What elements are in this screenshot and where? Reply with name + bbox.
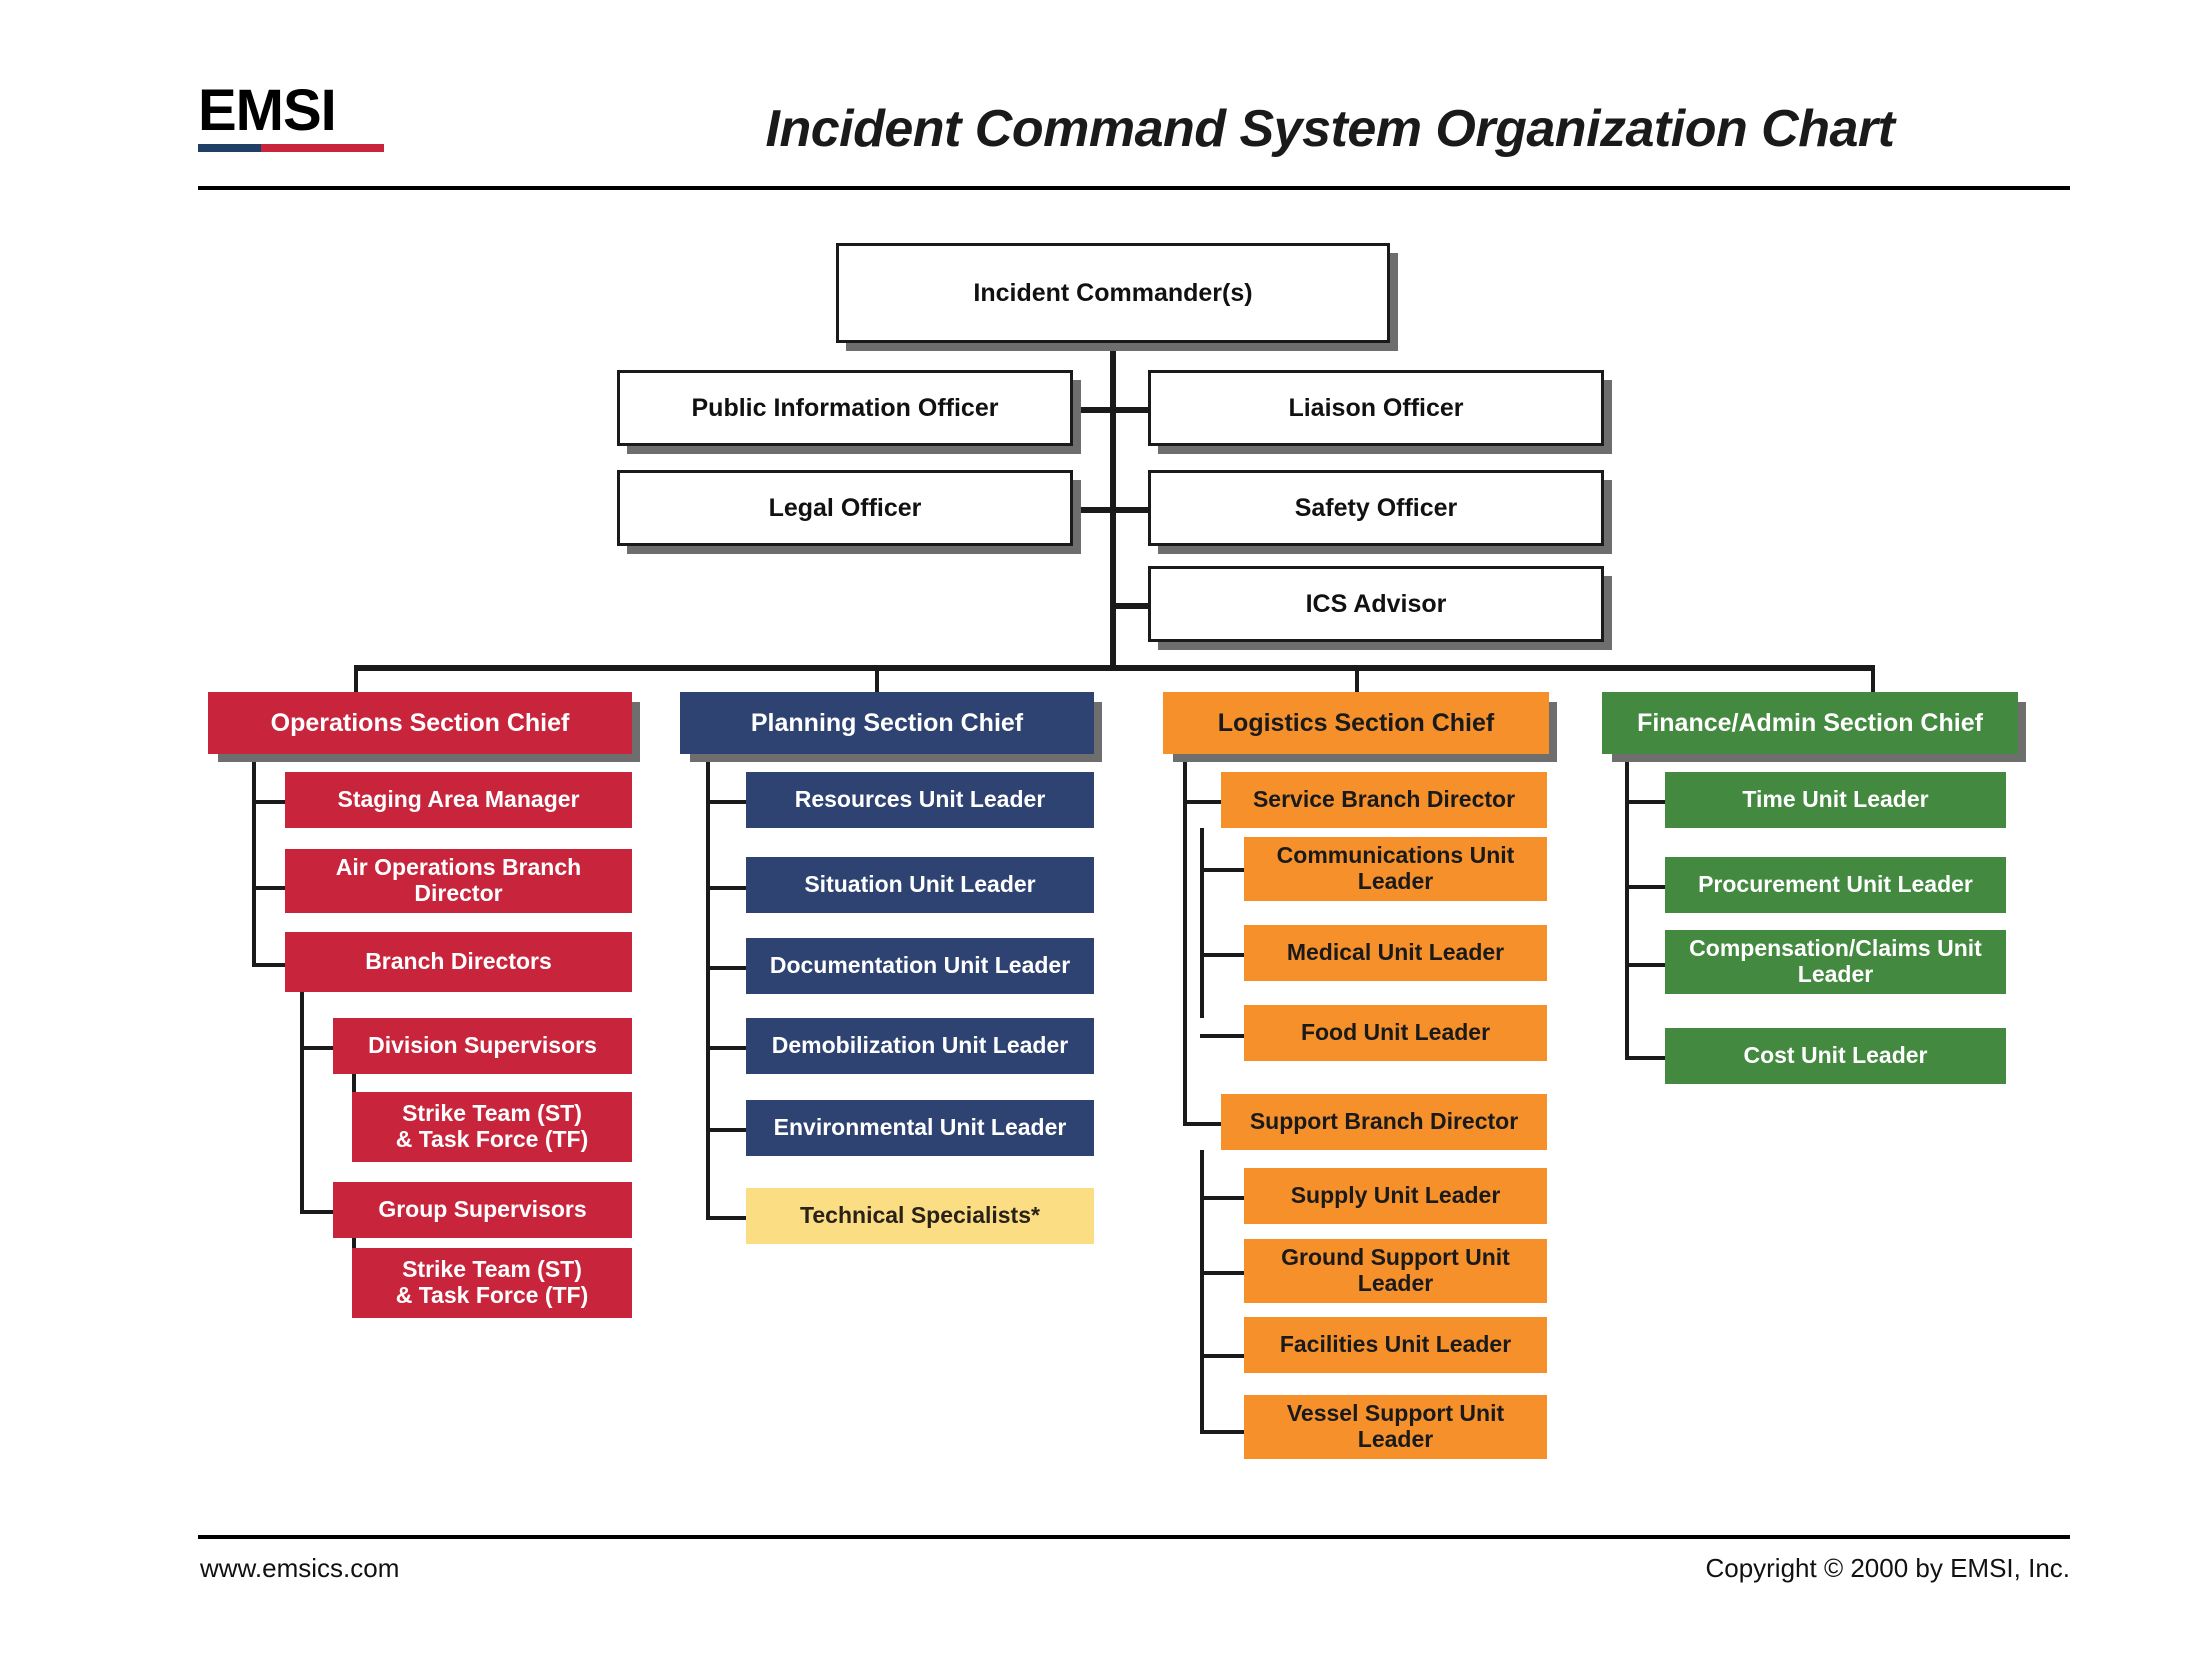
node-cost-unit-leader[interactable]: Cost Unit Leader [1665,1028,2006,1084]
connector-ic-trunk [1110,345,1116,667]
connector-logistics-support [1183,1122,1221,1126]
node-ground-support-unit-leader[interactable]: Ground Support Unit Leader [1244,1239,1547,1303]
node-division-strike-team[interactable]: Strike Team (ST)& Task Force (TF) [352,1092,632,1162]
connector-support-ground [1200,1271,1244,1275]
node-branch-directors[interactable]: Branch Directors [285,932,632,992]
header-divider [198,186,2070,190]
connector-finance-procurement [1625,885,1665,889]
connector-liaison [1110,407,1150,413]
node-food-unit-leader[interactable]: Food Unit Leader [1244,1005,1547,1061]
connector-operations-staging [252,800,285,804]
connector-drop-operations [354,665,358,695]
emsi-logo-rule-blue [198,144,262,152]
footer-copyright: Copyright © 2000 by EMSI, Inc. [1705,1553,2070,1583]
node-medical-unit-leader[interactable]: Medical Unit Leader [1244,925,1547,981]
connector-operations-rail [252,754,256,966]
node-safety-officer[interactable]: Safety Officer [1148,470,1604,546]
connector-logistics-rail [1183,754,1187,1126]
connector-planning-demobilization [706,1046,746,1050]
connector-planning-technical [706,1216,746,1220]
node-resources-unit-leader[interactable]: Resources Unit Leader [746,772,1094,828]
connector-branchdir-group [300,1210,333,1214]
node-liaison-officer[interactable]: Liaison Officer [1148,370,1604,446]
connector-support-rail [1200,1150,1204,1434]
connector-planning-environmental [706,1128,746,1132]
connector-branchdir-division [300,1046,333,1050]
connector-planning-rail [706,754,710,1220]
emsi-logo: EMSI [198,82,398,152]
node-finance-admin-section-chief[interactable]: Finance/Admin Section Chief [1602,692,2018,754]
strike-team-label: Strike Team (ST)& Task Force (TF) [395,1256,589,1308]
node-legal-officer[interactable]: Legal Officer [617,470,1073,546]
connector-planning-resources [706,800,746,804]
node-documentation-unit-leader[interactable]: Documentation Unit Leader [746,938,1094,994]
node-logistics-section-chief[interactable]: Logistics Section Chief [1163,692,1549,754]
node-environmental-unit-leader[interactable]: Environmental Unit Leader [746,1100,1094,1156]
node-incident-commander[interactable]: Incident Commander(s) [836,243,1390,343]
connector-support-supply [1200,1196,1244,1200]
node-situation-unit-leader[interactable]: Situation Unit Leader [746,857,1094,913]
connector-branchdir-rail [300,992,304,1214]
emsi-logo-text: EMSI [198,78,337,143]
connector-safety [1110,507,1150,513]
connector-drop-logistics [1355,665,1359,695]
page-title: Incident Command System Organization Cha… [765,100,1895,158]
node-service-branch-director[interactable]: Service Branch Director [1221,772,1547,828]
connector-pio [1068,407,1114,413]
connector-support-vessel [1200,1430,1244,1434]
node-procurement-unit-leader[interactable]: Procurement Unit Leader [1665,857,2006,913]
connector-section-bus [354,665,1874,671]
node-public-information-officer[interactable]: Public Information Officer [617,370,1073,446]
connector-service-food [1200,1034,1244,1038]
connector-support-facilities [1200,1354,1244,1358]
node-technical-specialists[interactable]: Technical Specialists* [746,1188,1094,1244]
connector-finance-time [1625,800,1665,804]
node-division-supervisors[interactable]: Division Supervisors [333,1018,632,1074]
node-supply-unit-leader[interactable]: Supply Unit Leader [1244,1168,1547,1224]
connector-service-rail [1200,828,1204,1018]
emsi-logo-rule-red [261,144,384,152]
connector-finance-compensation [1625,963,1665,967]
node-planning-section-chief[interactable]: Planning Section Chief [680,692,1094,754]
connector-service-communications [1200,868,1244,872]
connector-finance-cost [1625,1056,1665,1060]
connector-drop-planning [875,665,879,695]
node-air-operations-branch-director[interactable]: Air Operations Branch Director [285,849,632,913]
emsi-logo-rule [198,144,384,152]
connector-planning-situation [706,886,746,890]
connector-finance-rail [1625,754,1629,1060]
node-facilities-unit-leader[interactable]: Facilities Unit Leader [1244,1317,1547,1373]
connector-service-medical [1200,953,1244,957]
footer-divider [198,1535,2070,1539]
node-group-strike-team[interactable]: Strike Team (ST)& Task Force (TF) [352,1248,632,1318]
connector-planning-documentation [706,966,746,970]
connector-legal [1068,507,1114,513]
node-demobilization-unit-leader[interactable]: Demobilization Unit Leader [746,1018,1094,1074]
node-support-branch-director[interactable]: Support Branch Director [1221,1094,1547,1150]
footer-website[interactable]: www.emsics.com [200,1553,400,1583]
node-operations-section-chief[interactable]: Operations Section Chief [208,692,632,754]
node-time-unit-leader[interactable]: Time Unit Leader [1665,772,2006,828]
node-communications-unit-leader[interactable]: Communications Unit Leader [1244,837,1547,901]
connector-ics-advisor [1110,603,1150,609]
node-staging-area-manager[interactable]: Staging Area Manager [285,772,632,828]
connector-operations-branchdir [252,963,285,967]
node-compensation-claims-unit-leader[interactable]: Compensation/Claims Unit Leader [1665,930,2006,994]
connector-drop-finance [1871,665,1875,695]
node-group-supervisors[interactable]: Group Supervisors [333,1182,632,1238]
connector-operations-airops [252,886,285,890]
node-vessel-support-unit-leader[interactable]: Vessel Support Unit Leader [1244,1395,1547,1459]
node-ics-advisor[interactable]: ICS Advisor [1148,566,1604,642]
strike-team-label: Strike Team (ST)& Task Force (TF) [395,1100,589,1152]
connector-logistics-service [1183,800,1221,804]
